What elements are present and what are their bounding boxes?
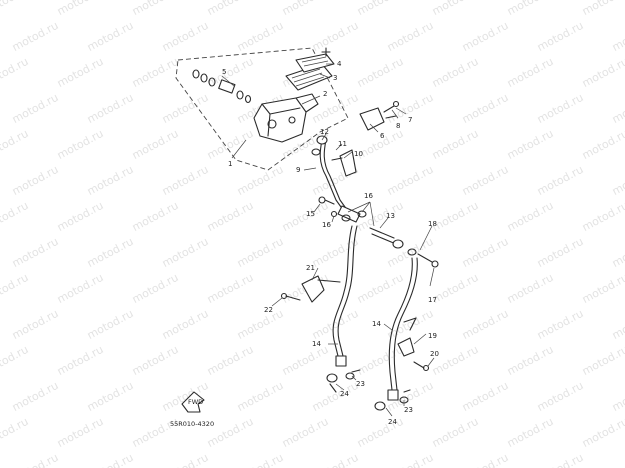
callout-3: 3 xyxy=(333,74,337,82)
brake-switch xyxy=(359,100,400,131)
callout-9: 9 xyxy=(296,166,300,174)
callout-13: 13 xyxy=(386,212,395,220)
callout-10: 10 xyxy=(354,150,363,158)
callout-numbers: 1 2 3 4 5 6 7 8 9 10 11 12 13 14 15 16 1… xyxy=(222,60,439,426)
small-bolts xyxy=(318,196,411,393)
callout-23b: 23 xyxy=(404,406,413,414)
callout-5: 5 xyxy=(222,68,226,76)
callout-20: 20 xyxy=(430,350,439,358)
callout-19: 19 xyxy=(428,332,437,340)
fwd-label: FWD xyxy=(188,398,203,406)
callout-24b: 24 xyxy=(388,418,397,426)
callout-16: 16 xyxy=(364,192,373,200)
brake-joint xyxy=(337,205,439,268)
screw-4 xyxy=(321,47,331,57)
callout-18: 18 xyxy=(428,220,437,228)
callout-7: 7 xyxy=(408,116,412,124)
callout-2: 2 xyxy=(323,90,327,98)
piston-kit xyxy=(192,69,252,104)
callout-22: 22 xyxy=(264,306,273,314)
master-cylinder xyxy=(253,93,319,143)
left-lower-hose xyxy=(326,225,358,393)
callout-11: 11 xyxy=(338,140,347,148)
callout-17: 17 xyxy=(428,296,437,304)
reservoir-cap xyxy=(285,53,335,91)
hose-clamp-left xyxy=(280,275,341,303)
callout-21: 21 xyxy=(306,264,315,272)
callout-14b: 14 xyxy=(372,320,381,328)
upper-brake-hose xyxy=(311,135,357,215)
callout-12: 12 xyxy=(320,128,329,136)
callout-15: 15 xyxy=(306,210,315,218)
hose-clamp-right xyxy=(397,337,430,372)
callout-23: 23 xyxy=(356,380,365,388)
diagram-code: 55R010-4320 xyxy=(170,420,214,428)
callout-16b: 16 xyxy=(322,221,331,229)
callout-6: 6 xyxy=(380,132,385,140)
callout-1: 1 xyxy=(228,160,232,168)
callout-14: 14 xyxy=(312,340,321,348)
callout-4: 4 xyxy=(337,60,342,68)
callout-8: 8 xyxy=(396,122,400,130)
fwd-arrow-icon: FWD xyxy=(181,391,205,413)
leader-lines xyxy=(221,63,435,417)
right-lower-hose xyxy=(374,257,418,411)
callout-24: 24 xyxy=(340,390,349,398)
